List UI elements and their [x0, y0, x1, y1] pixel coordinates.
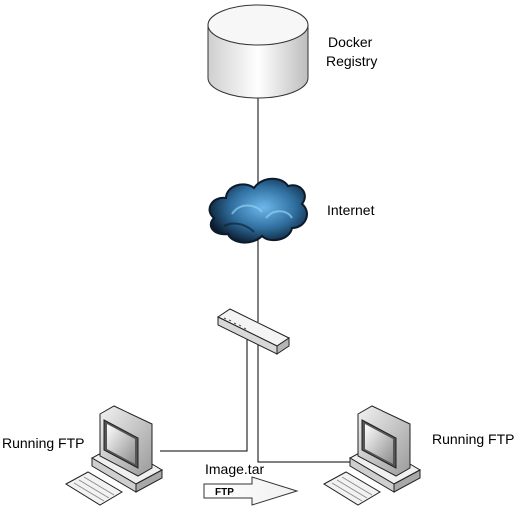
internet: Internet	[208, 177, 375, 244]
arrow-right-icon	[203, 476, 299, 506]
transfer-protocol-label: FTP	[215, 487, 234, 498]
docker-registry: Docker Registry	[207, 4, 377, 99]
switch-right-pc-link	[257, 343, 350, 463]
right-computer: Running FTP	[323, 405, 514, 506]
database-icon	[207, 4, 309, 99]
registry-label-line1: Docker	[328, 34, 373, 50]
left-computer: Running FTP	[2, 405, 164, 506]
switch-icon	[217, 308, 290, 355]
right-computer-label: Running FTP	[432, 431, 514, 447]
internet-label: Internet	[327, 202, 375, 218]
network-switch	[217, 308, 290, 355]
switch-left-pc-link	[160, 338, 248, 452]
connection-lines	[160, 98, 350, 463]
computer-icon	[65, 405, 164, 506]
cloud-icon	[208, 177, 308, 244]
registry-label-line2: Registry	[326, 53, 377, 69]
transfer-file-label: Image.tar	[205, 461, 264, 477]
transfer: Image.tar FTP	[203, 461, 299, 506]
left-computer-label: Running FTP	[2, 435, 84, 451]
computer-icon	[323, 405, 422, 506]
